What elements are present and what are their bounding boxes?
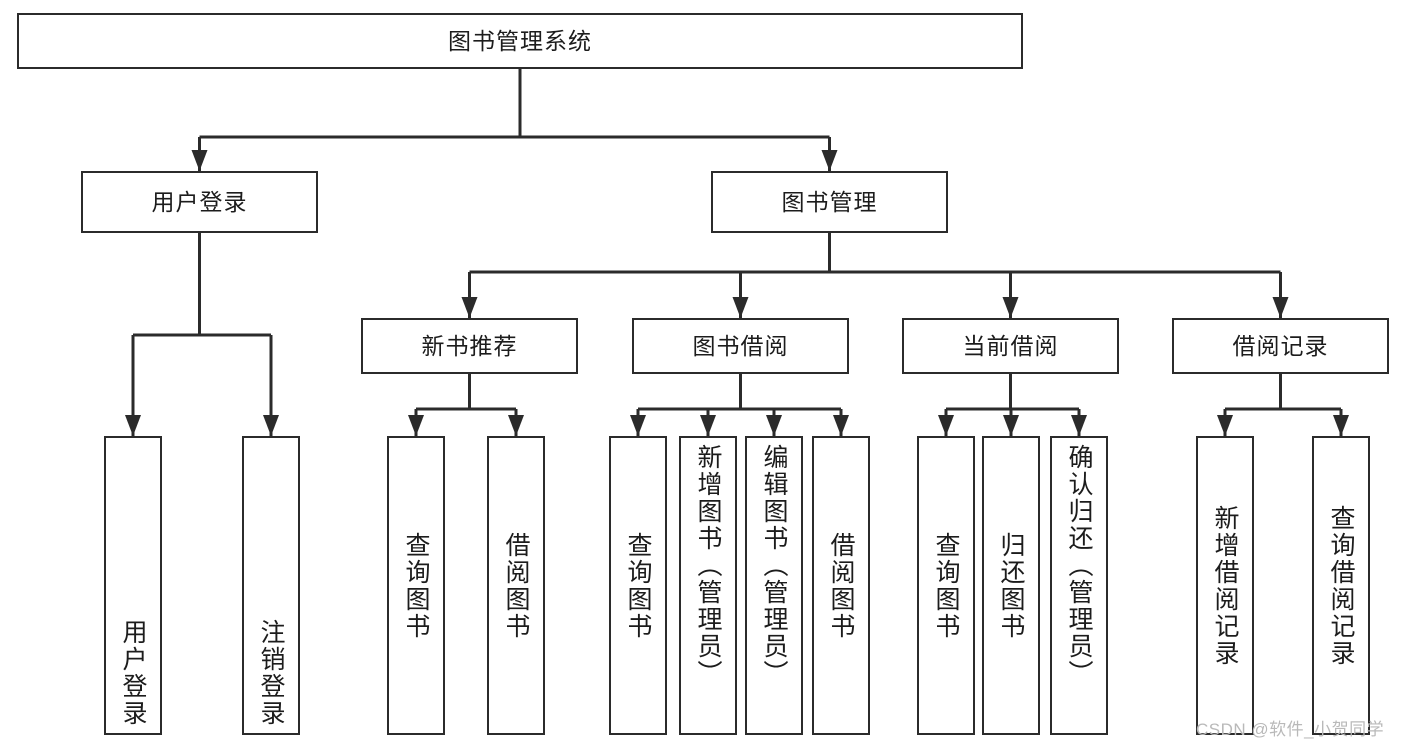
arrowhead-icon <box>700 415 716 436</box>
arrowhead-icon <box>1071 415 1087 436</box>
node-label: 查询图书 <box>624 531 652 640</box>
node-leaf-query-book-3[interactable]: 查询图书 <box>917 436 975 735</box>
node-new-book-rec[interactable]: 新书推荐 <box>361 318 578 374</box>
arrowhead-icon <box>191 150 208 171</box>
node-label: 当前借阅 <box>962 332 1059 359</box>
node-leaf-query-book-2[interactable]: 查询图书 <box>609 436 667 735</box>
node-label: 图书借阅 <box>692 332 789 359</box>
arrowhead-icon <box>263 415 279 436</box>
node-label: 查询图书 <box>402 531 430 640</box>
node-label: 确认归还（管理员） <box>1065 444 1093 687</box>
arrowhead-icon <box>630 415 646 436</box>
node-label: 用户登录 <box>119 619 147 727</box>
node-leaf-user-login[interactable]: 用户登录 <box>104 436 162 735</box>
arrowhead-icon <box>1272 297 1289 318</box>
node-book-manage[interactable]: 图书管理 <box>711 171 948 233</box>
node-label: 新增图书（管理员） <box>694 444 722 687</box>
node-leaf-add-book[interactable]: 新增图书（管理员） <box>679 436 737 735</box>
arrowhead-icon <box>508 415 524 436</box>
arrowhead-icon <box>1002 297 1019 318</box>
node-label: 新书推荐 <box>421 332 518 359</box>
arrowhead-icon <box>1217 415 1233 436</box>
arrowhead-icon <box>821 150 838 171</box>
node-label: 图书管理 <box>781 188 878 215</box>
node-book-borrow[interactable]: 图书借阅 <box>632 318 849 374</box>
arrowhead-icon <box>125 415 141 436</box>
arrowhead-icon <box>732 297 749 318</box>
arrowhead-icon <box>408 415 424 436</box>
arrowhead-icon <box>938 415 954 436</box>
node-leaf-borrow-book-1[interactable]: 借阅图书 <box>487 436 545 735</box>
node-label: 新增借阅记录 <box>1211 504 1239 667</box>
node-label: 注销登录 <box>257 619 285 727</box>
node-leaf-query-record[interactable]: 查询借阅记录 <box>1312 436 1370 735</box>
node-label: 借阅图书 <box>827 531 855 640</box>
arrowhead-icon <box>766 415 782 436</box>
node-leaf-logout[interactable]: 注销登录 <box>242 436 300 735</box>
node-label: 归还图书 <box>997 531 1025 640</box>
node-leaf-return-book[interactable]: 归还图书 <box>982 436 1040 735</box>
node-label: 用户登录 <box>151 188 248 215</box>
node-leaf-borrow-book-2[interactable]: 借阅图书 <box>812 436 870 735</box>
node-leaf-add-record[interactable]: 新增借阅记录 <box>1196 436 1254 735</box>
node-borrow-record[interactable]: 借阅记录 <box>1172 318 1389 374</box>
node-label: 借阅图书 <box>502 531 530 640</box>
node-label: 借阅记录 <box>1232 332 1329 359</box>
arrowhead-icon <box>1333 415 1349 436</box>
arrowhead-icon <box>833 415 849 436</box>
node-label: 编辑图书（管理员） <box>760 444 788 687</box>
arrowhead-icon <box>461 297 478 318</box>
arrowhead-icon <box>1003 415 1019 436</box>
node-label: 查询图书 <box>932 531 960 640</box>
node-leaf-edit-book[interactable]: 编辑图书（管理员） <box>745 436 803 735</box>
node-current-borrow[interactable]: 当前借阅 <box>902 318 1119 374</box>
node-user-login[interactable]: 用户登录 <box>81 171 318 233</box>
node-root[interactable]: 图书管理系统 <box>17 13 1023 69</box>
node-label: 图书管理系统 <box>448 27 592 54</box>
csdn-watermark: CSDN @软件_小贺同学 <box>1196 720 1385 739</box>
node-label: 查询借阅记录 <box>1327 504 1355 667</box>
node-leaf-confirm-return[interactable]: 确认归还（管理员） <box>1050 436 1108 735</box>
node-leaf-query-book-1[interactable]: 查询图书 <box>387 436 445 735</box>
